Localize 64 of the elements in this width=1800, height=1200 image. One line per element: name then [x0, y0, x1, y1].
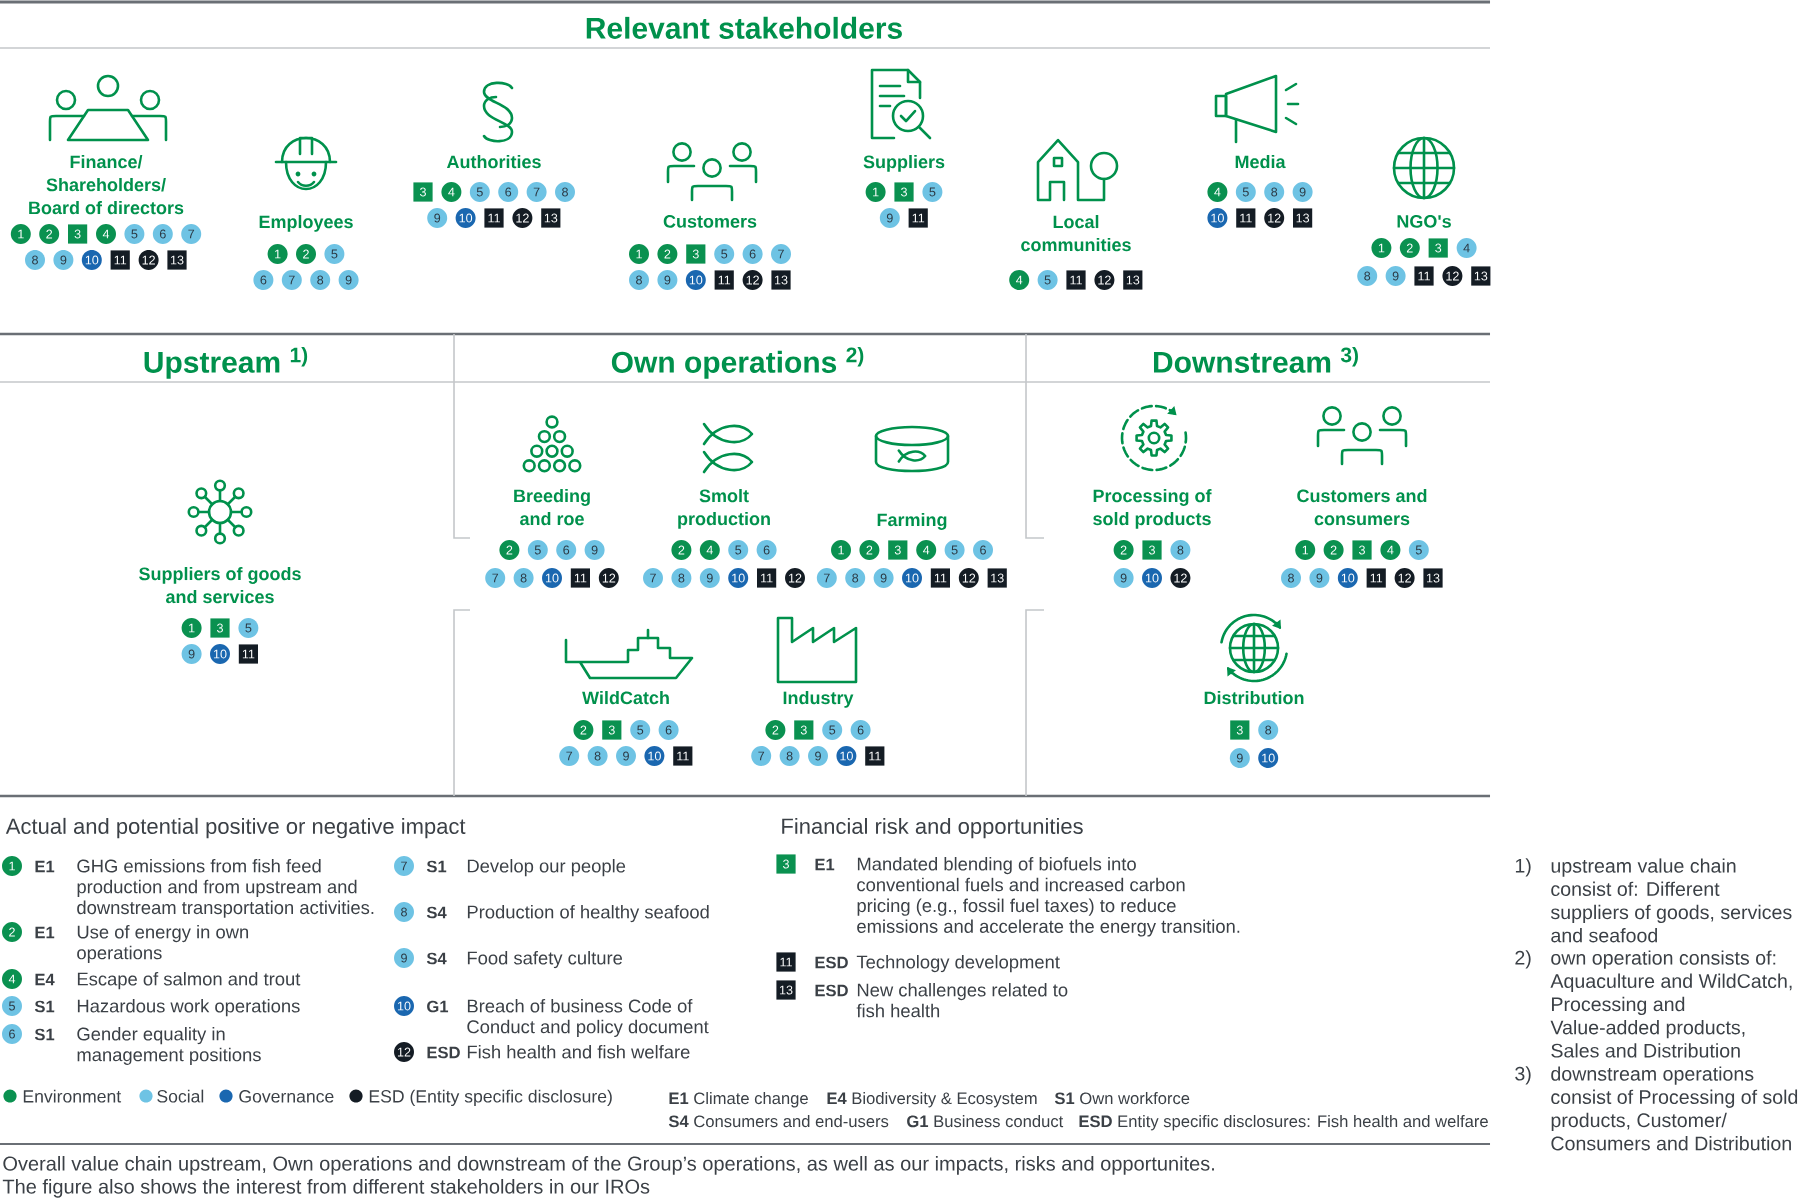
topic-code: S1	[426, 860, 447, 873]
column-heading: Upstream $^{1)}$	[144, 346, 308, 379]
stakeholder-label: Customers	[663, 215, 757, 228]
description-text: Develop our people	[467, 859, 626, 877]
footnote-marker: 1)	[1515, 858, 1531, 877]
description-text: Escape of salmon and trout	[77, 972, 301, 990]
topic-code: E1	[35, 860, 55, 873]
band-heading: Relevant stakeholders	[586, 16, 902, 39]
description-text: Production of healthy seafood	[467, 905, 709, 923]
topic-key: ESD Entity specific disclosures: Fish health and welfare	[1079, 1115, 1488, 1131]
section-heading: Actual and potential positive or negative impact	[5, 817, 466, 839]
topic-code: E1	[35, 926, 55, 939]
topic-key: E4 Biodiversity & Ecosystem	[827, 1092, 1037, 1108]
stakeholder-label: Media	[1235, 155, 1286, 169]
legend-label: ESD (Entity specific disclosure)	[369, 1089, 612, 1107]
description-text: Breach of business Code of Conduct and policy document	[467, 999, 709, 1037]
stakeholder-label: NGO's	[1397, 215, 1451, 228]
footnote-text: downstream operations consist of Processing of sold products, Customer/ Consumers and Distribution	[1551, 1066, 1798, 1151]
topic-code: S1	[34, 1000, 55, 1013]
description-text: GHG emissions from fish feed production and from upstream and downstream transportation activities.	[77, 859, 374, 918]
legend-label: Governance	[239, 1090, 334, 1103]
stakeholder-label: Employees	[259, 215, 353, 232]
stage-label: WildCatch	[582, 691, 669, 705]
stakeholder-label: Local communities	[1021, 215, 1131, 252]
topic-code: S4	[426, 952, 447, 965]
stakeholder-label: Suppliers	[863, 155, 945, 172]
description-text: Use of energy in own operations	[77, 925, 248, 963]
topic-key: S1 Own workforce	[1054, 1092, 1190, 1105]
topic-code: E1	[815, 858, 835, 871]
description-text: Mandated blending of biofuels into conventional fuels and increased carbon pricing (e.g., fossil fuel taxes) to reduce emissions and accelerate the energy transition.	[857, 857, 1240, 937]
stage-label: Customers and consumers	[1297, 489, 1427, 526]
column-heading: Downstream $^{3)}$	[1154, 346, 1358, 373]
legend-label: Social	[157, 1089, 204, 1103]
section-heading: Financial risk and opportunities	[782, 817, 1083, 839]
description-text: New challenges related to fish health	[856, 983, 1068, 1018]
topic-code: ESD	[427, 1046, 460, 1059]
footnote-marker: 2)	[1515, 950, 1531, 969]
stakeholder-label: Authorities	[446, 155, 541, 169]
topic-key: E1 Climate change	[669, 1092, 808, 1108]
stage-label: Suppliers of goods and services	[139, 567, 301, 604]
topic-key: G1 Business conduct	[907, 1115, 1064, 1128]
stage-label: Farming	[877, 513, 947, 530]
description-text: Hazardous work operations	[77, 999, 300, 1017]
topic-code: S4	[426, 906, 447, 919]
description-text: Technology development	[856, 955, 1060, 973]
topic-code: S1	[34, 1028, 55, 1041]
topic-code: ESD	[815, 984, 848, 997]
stage-label: Industry	[783, 691, 854, 708]
legend-label: Environment	[23, 1089, 122, 1103]
description-text: Fish health and fish welfare	[467, 1045, 690, 1059]
column-heading: Own operations $^{2)}$	[611, 346, 864, 379]
caption: Overall value chain upstream, Own operations and downstream of the Group’s operations, as well as our impacts, risks and opportunites. The figure also shows the interest from different stakeholders in our IROs	[2, 1156, 1214, 1198]
footnote-marker: 3)	[1515, 1066, 1531, 1085]
stage-label: Processing of sold products	[1093, 489, 1212, 529]
topic-key: S4 Consumers and end-users	[668, 1115, 889, 1128]
stage-label: Breeding and roe	[514, 489, 590, 526]
topic-code: E4	[35, 973, 55, 986]
topic-code: ESD	[815, 956, 848, 969]
stakeholder-label: Finance/ Shareholders/ Board of directors	[29, 155, 184, 215]
description-text: Food safety culture	[467, 951, 623, 969]
stage-label: Smolt production	[678, 489, 770, 529]
description-text: Gender equality in management positions	[77, 1027, 261, 1065]
topic-code: G1	[427, 1000, 449, 1013]
stage-label: Distribution	[1204, 691, 1304, 705]
